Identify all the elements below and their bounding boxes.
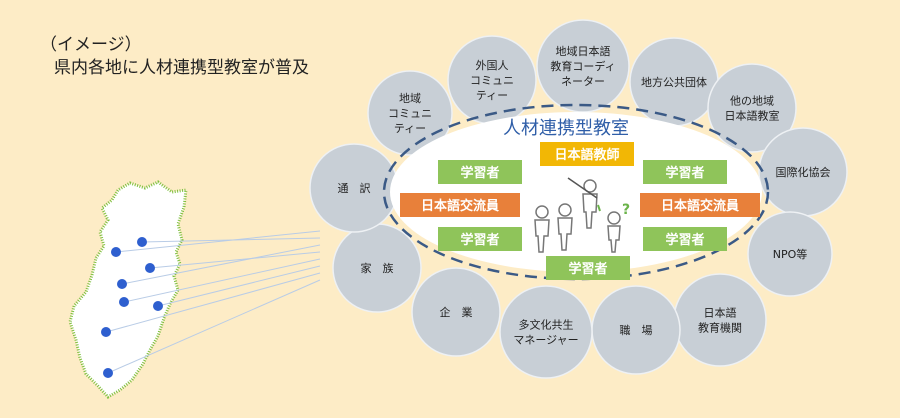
learner-box-bottom-center: 学習者 — [546, 256, 630, 280]
partner-circle-workplace: 職 場 — [591, 285, 681, 375]
prefecture-outline — [68, 180, 188, 399]
partner-label-company-1: 企 業 — [440, 305, 473, 319]
teacher-box: 日本語教師 — [540, 142, 634, 166]
connection-ray — [115, 230, 321, 253]
exchange-box-right: 日本語交流員 — [640, 193, 760, 217]
learner-label-bottom-left: 学習者 — [460, 232, 499, 248]
teacher-figure-icon — [567, 177, 601, 229]
partner-circle-local-government: 地方公共団体 — [629, 37, 719, 127]
partner-label-regional-coordinator-3: ネーター — [561, 75, 605, 88]
partner-label-workplace-1: 職 場 — [620, 324, 653, 337]
partner-label-family-1: 家 族 — [361, 261, 394, 275]
partner-label-multicultural-manager-2: マネージャー — [513, 334, 578, 347]
partner-label-other-classrooms-1: 他の地域 — [730, 95, 774, 108]
connection-ray — [123, 258, 321, 303]
question-mark-icon: ? — [622, 202, 630, 218]
partner-circle-npo: NPO等 — [747, 211, 833, 297]
partner-label-local-community-2: コミュニ — [388, 107, 432, 120]
connection-ray — [141, 237, 321, 243]
exchange-label-left: 日本語交流員 — [421, 198, 499, 214]
partner-label-international-association-1: 国際化協会 — [776, 165, 831, 179]
map-dots — [101, 237, 163, 378]
caption-line-1: （イメージ） — [40, 35, 142, 55]
map-dot — [117, 279, 127, 289]
connection-ray — [149, 251, 321, 269]
partner-circle-international-association: 国際化協会 — [758, 127, 848, 217]
learner-label-bottom-right: 学習者 — [665, 232, 704, 248]
connection-ray — [157, 265, 321, 307]
partner-label-multicultural-manager-1: 多文化共生 — [519, 318, 574, 332]
caption: （イメージ） 県内各地に人材連携型教室が普及 — [40, 34, 309, 80]
student-figures-icon — [534, 203, 621, 253]
connection-rays — [105, 230, 321, 374]
map-dot — [103, 368, 113, 378]
partner-circle-company: 企 業 — [411, 267, 501, 357]
partner-circles: 地域コミュニティー外国人コミュニティー地域日本語教育コーディネーター地方公共団体… — [309, 19, 848, 379]
map-dot — [119, 297, 129, 307]
partner-label-foreign-community-2: コミュニ — [470, 74, 514, 87]
partner-label-npo-1: NPO等 — [773, 247, 808, 261]
exchange-box-left: 日本語交流員 — [400, 193, 520, 217]
caption-line-2: 県内各地に人材連携型教室が普及 — [54, 58, 309, 78]
partner-circle-family: 家 族 — [332, 223, 422, 313]
partner-label-interpreter-1: 通 訳 — [338, 181, 371, 195]
learner-box-top-right: 学習者 — [643, 160, 727, 184]
partner-label-other-classrooms-2: 日本語教室 — [725, 109, 780, 123]
connection-ray — [121, 244, 321, 285]
map-dot — [145, 263, 155, 273]
classroom-area: 人材連携型教室 日本語教師 日本語交流員 日本語交流員 学習者 学習者 学習者 … — [382, 103, 770, 281]
connection-ray — [107, 279, 321, 374]
connection-ray — [105, 272, 321, 333]
partner-label-regional-coordinator-1: 地域日本語 — [556, 44, 611, 58]
partner-label-regional-coordinator-2: 教育コーディ — [550, 59, 615, 73]
partner-circle-interpreter: 通 訳 — [309, 143, 399, 233]
partner-label-local-community-3: ティー — [394, 122, 426, 135]
learner-box-bottom-right: 学習者 — [643, 227, 727, 251]
learner-label-bottom-center: 学習者 — [568, 261, 607, 277]
prefecture-map — [68, 180, 188, 399]
learner-label-top-left: 学習者 — [460, 165, 499, 181]
learner-box-bottom-left: 学習者 — [438, 227, 522, 251]
map-dot — [153, 301, 163, 311]
exchange-label-right: 日本語交流員 — [661, 198, 739, 214]
map-dot — [101, 327, 111, 337]
partner-label-local-government-1: 地方公共団体 — [641, 75, 707, 89]
partner-label-foreign-community-1: 外国人 — [476, 59, 509, 72]
partner-label-education-institution-2: 教育機関 — [698, 321, 742, 335]
learner-box-top-left: 学習者 — [438, 160, 522, 184]
classroom-title: 人材連携型教室 — [503, 118, 629, 139]
classroom-dashed-outline — [382, 103, 770, 281]
teacher-label: 日本語教師 — [554, 147, 619, 163]
learner-label-top-right: 学習者 — [665, 165, 704, 181]
partner-label-foreign-community-3: ティー — [476, 89, 508, 102]
map-dot — [137, 237, 147, 247]
map-dot — [111, 247, 121, 257]
partner-label-local-community-1: 地域 — [399, 92, 421, 105]
partner-label-education-institution-1: 日本語 — [704, 306, 737, 320]
